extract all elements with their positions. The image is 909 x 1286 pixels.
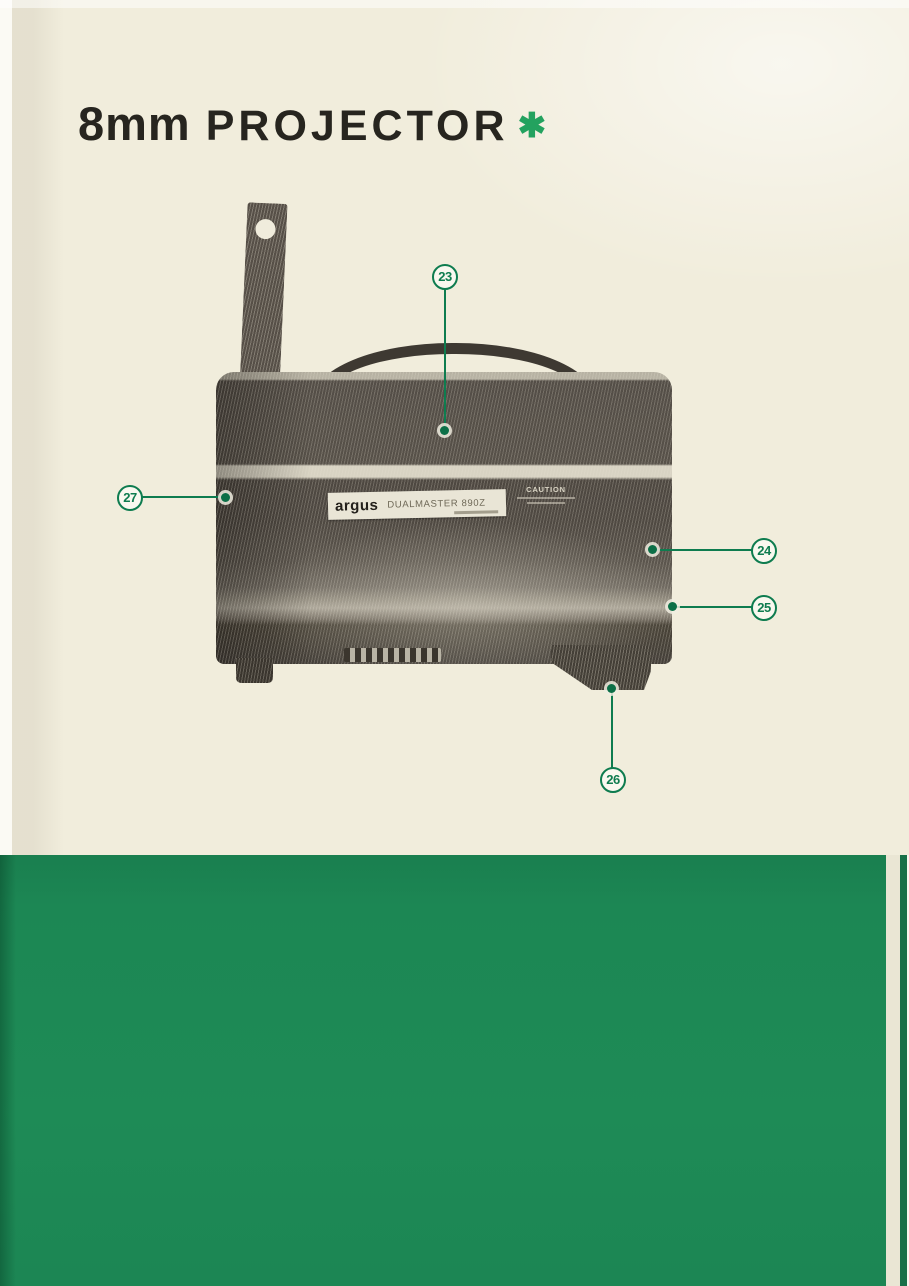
title-main: PROJECTOR xyxy=(205,102,509,150)
callout-27-badge: 27 xyxy=(117,485,143,511)
callout-24-dot xyxy=(648,545,657,554)
title-size-label: 8mm xyxy=(78,97,191,150)
model-name: DUALMASTER 890Z xyxy=(387,497,486,511)
fineprint-bar xyxy=(454,510,499,515)
callout-25-badge: 25 xyxy=(751,595,777,621)
vent-grille xyxy=(344,648,441,662)
takeup-spindle-arm xyxy=(240,202,288,378)
page-title: 8mm PROJECTOR ✱ xyxy=(78,96,546,151)
caution-fineprint-bar xyxy=(527,501,565,504)
page-edge xyxy=(907,855,909,1286)
caution-label: CAUTION xyxy=(511,485,581,504)
callout-23-line xyxy=(444,290,446,428)
caution-fineprint-bar xyxy=(517,496,575,499)
asterisk-icon: ✱ xyxy=(517,107,547,145)
left-foot xyxy=(236,658,273,683)
spindle-hole xyxy=(255,218,276,240)
callout-25-line xyxy=(676,606,752,608)
brand-label: argus DUALMASTER 890Z xyxy=(327,489,507,520)
callout-26-line xyxy=(611,692,613,768)
brand-name: argus xyxy=(334,496,379,515)
callout-26-badge: 26 xyxy=(600,767,626,793)
caution-title: CAUTION xyxy=(526,485,566,494)
callout-24-line xyxy=(656,549,752,551)
callout-23-badge: 23 xyxy=(432,264,458,290)
callout-26-dot xyxy=(607,684,616,693)
callout-27-dot xyxy=(221,493,230,502)
page-edge xyxy=(886,855,900,1286)
page-edge xyxy=(900,855,907,1286)
parts-section: 15)Film Trimmer 16)Variable speed Contro… xyxy=(0,855,909,1286)
base-foot xyxy=(551,645,651,690)
callout-24-badge: 24 xyxy=(751,538,777,564)
callout-23-dot xyxy=(440,426,449,435)
callout-27-line xyxy=(142,496,225,498)
callout-25-dot xyxy=(668,602,677,611)
